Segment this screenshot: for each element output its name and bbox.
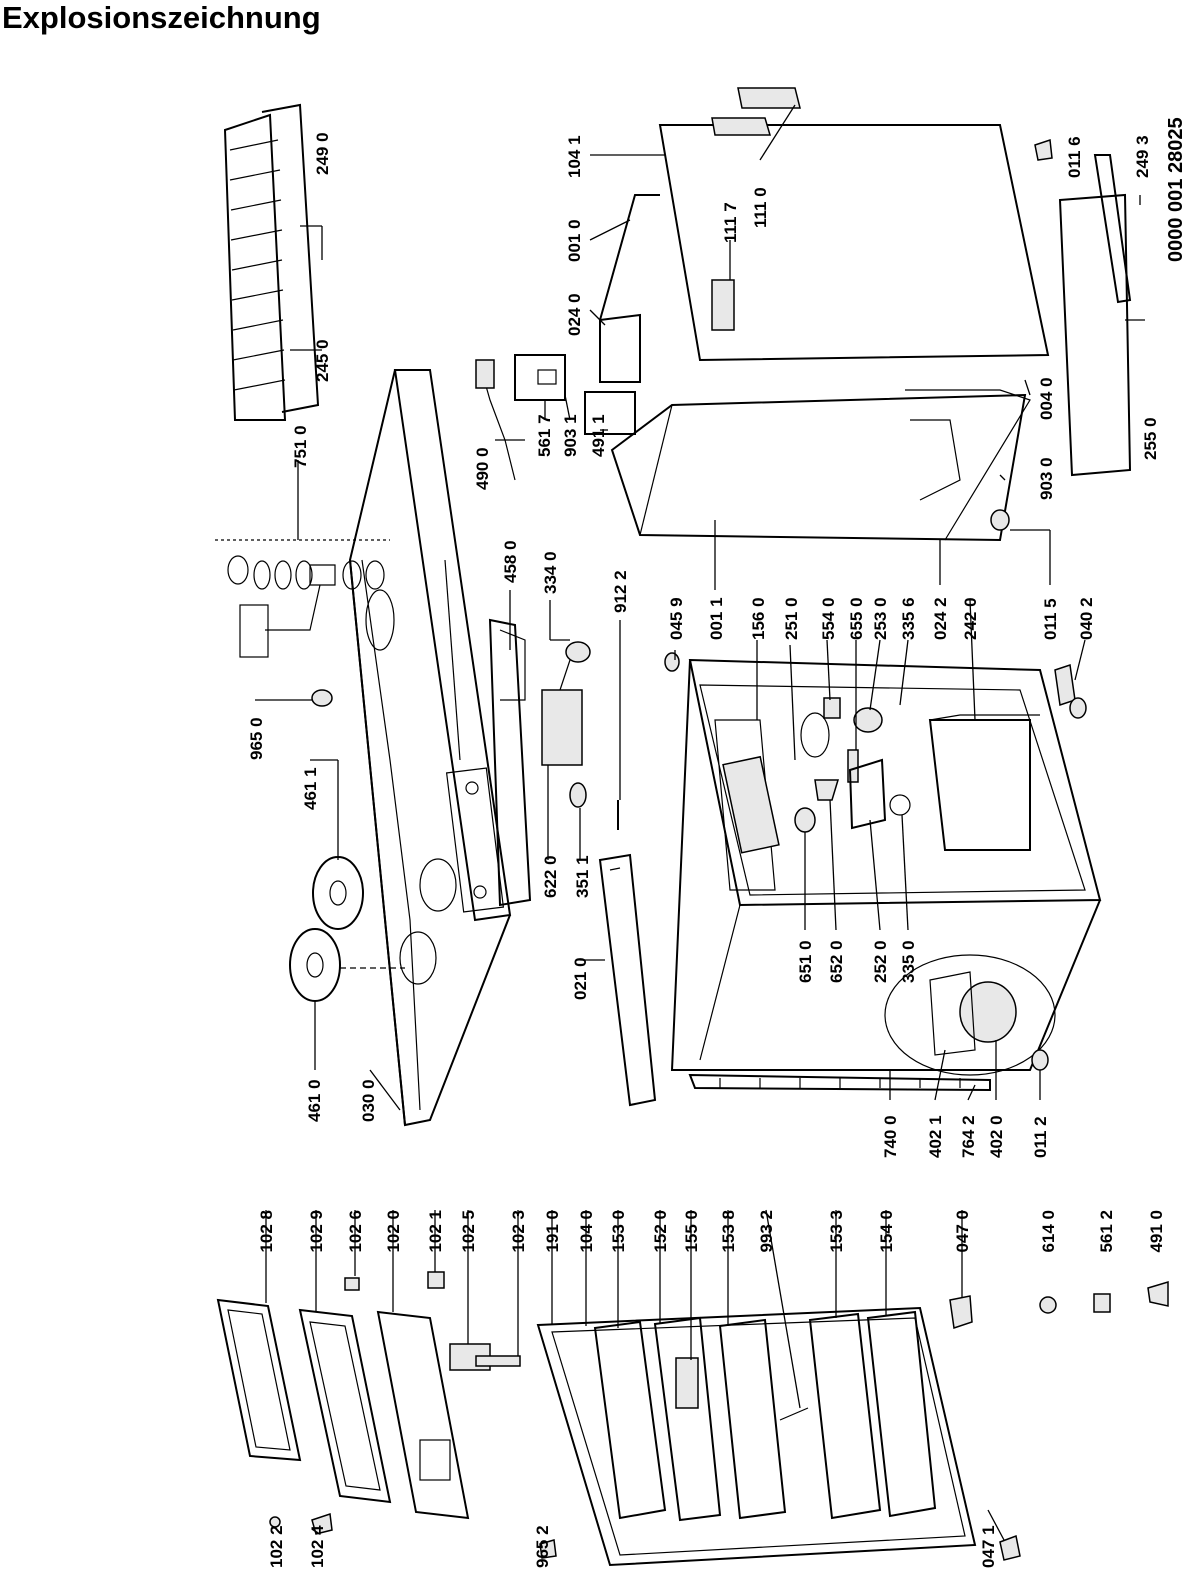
label-6220: 622 0: [541, 855, 560, 898]
label-2530: 253 0: [871, 597, 890, 640]
label-0402: 040 2: [1077, 597, 1096, 640]
page-title: Explosionszeichnung: [2, 0, 321, 35]
label-3356: 335 6: [899, 597, 918, 640]
label-0115: 011 5: [1041, 598, 1060, 640]
label-1021: 102 1: [426, 1210, 445, 1253]
label-0240: 024 0: [565, 293, 584, 336]
inner-cabinet-leader-lines: [674, 599, 1086, 1101]
label-9122: 912 2: [611, 570, 630, 613]
label-2550: 255 0: [1141, 417, 1160, 460]
label-1530: 153 0: [609, 1210, 628, 1253]
wire-shelf-2450: [223, 103, 320, 421]
clip-part: [344, 1277, 360, 1291]
label-1110: 111 0: [751, 187, 770, 228]
door-shelf-1533: [808, 1312, 882, 1520]
label-2490: 249 0: [313, 132, 332, 175]
label-9650: 965 0: [247, 717, 266, 760]
label-4580: 458 0: [501, 540, 520, 583]
label-1910: 191 0: [543, 1210, 562, 1253]
label-6510: 651 0: [796, 940, 815, 983]
label-0459: 045 9: [667, 597, 686, 640]
burner-stack-7510: [215, 539, 390, 658]
label-0011: 001 1: [707, 597, 726, 640]
door-shelf-1540: [866, 1310, 937, 1518]
label-7510: 751 0: [291, 425, 310, 468]
label-4611: 461 1: [301, 767, 320, 810]
document-number: 0000 001 28025: [1165, 117, 1186, 262]
control-parts: [488, 618, 657, 1107]
label-0210: 021 0: [571, 957, 590, 1000]
label-9652: 965 2: [533, 1525, 552, 1568]
label-9031: 903 1: [561, 414, 580, 457]
label-0471: 047 1: [979, 1525, 998, 1568]
label-1520: 152 0: [651, 1210, 670, 1253]
label-0040: 004 0: [1037, 377, 1056, 420]
label-6140: 614 0: [1039, 1210, 1058, 1253]
cabinet-body: [610, 389, 1031, 542]
label-0470: 047 0: [953, 1210, 972, 1253]
label-1040: 104 0: [577, 1210, 596, 1253]
label-1540: 154 0: [877, 1210, 896, 1253]
label-7400: 740 0: [881, 1115, 900, 1158]
label-3340: 334 0: [541, 551, 560, 594]
label-1026: 102 6: [346, 1210, 365, 1253]
label-1538: 153 8: [719, 1210, 738, 1253]
worktop-leader-lines: [255, 225, 570, 1111]
label-4020: 402 0: [987, 1115, 1006, 1158]
worktop-assembly: [215, 103, 512, 1127]
label-4021: 402 1: [926, 1115, 945, 1158]
label-0112: 011 2: [1031, 1116, 1050, 1158]
label-3350: 335 0: [899, 940, 918, 983]
label-2510: 251 0: [782, 597, 801, 640]
label-6520: 652 0: [827, 940, 846, 983]
label-2450: 245 0: [313, 339, 332, 382]
door-assembly: [216, 1271, 1169, 1567]
label-7642: 764 2: [959, 1115, 978, 1158]
label-2493: 249 3: [1133, 135, 1152, 178]
label-2520: 252 0: [871, 940, 890, 983]
label-1028: 102 8: [257, 1210, 276, 1253]
label-5540: 554 0: [819, 597, 838, 640]
label-0300: 030 0: [359, 1079, 378, 1122]
door-shelf-1530: [593, 1320, 667, 1520]
label-6550: 655 0: [847, 597, 866, 640]
label-1023: 102 3: [509, 1210, 528, 1253]
label-1550: 155 0: [682, 1210, 701, 1253]
label-0242: 024 2: [931, 597, 950, 640]
label-4610: 461 0: [305, 1079, 324, 1122]
label-1533: 153 3: [827, 1210, 846, 1253]
label-1020: 102 0: [384, 1210, 403, 1253]
label-4900: 490 0: [473, 447, 492, 490]
label-1022: 102 2: [267, 1525, 286, 1568]
label-0010: 001 0: [565, 219, 584, 262]
cabinet-top-leader-lines: [495, 104, 1145, 481]
label-0116: 011 6: [1065, 136, 1084, 178]
label-4911: 491 1: [589, 414, 608, 457]
door-shelf-1520: [653, 1316, 722, 1522]
control-leader-lines: [547, 620, 621, 961]
label-9030: 903 0: [1037, 457, 1056, 500]
label-5617: 561 7: [535, 414, 554, 457]
part-labels: 102 8 102 9 102 6 102 0 102 1 102 5 102 …: [247, 117, 1186, 1568]
label-1025: 102 5: [459, 1210, 478, 1253]
label-1041: 104 1: [565, 135, 584, 178]
cabinet-top-assembly: [475, 87, 1132, 481]
door-shelf-1538: [718, 1318, 787, 1520]
inner-cabinet: [664, 652, 1102, 1092]
cabinet-body-leader-lines: [714, 509, 1051, 590]
label-3511: 351 1: [573, 855, 592, 898]
label-9932: 993 2: [757, 1210, 776, 1253]
label-5612: 561 2: [1097, 1210, 1116, 1253]
door-leader-lines: [265, 1209, 1005, 1541]
label-1024: 102 4: [308, 1525, 327, 1568]
label-1029: 102 9: [307, 1210, 326, 1253]
label-2420: 242 0: [961, 597, 980, 640]
label-4910: 491 0: [1147, 1210, 1166, 1253]
label-1560: 156 0: [749, 597, 768, 640]
label-1117: 111 7: [721, 202, 740, 243]
